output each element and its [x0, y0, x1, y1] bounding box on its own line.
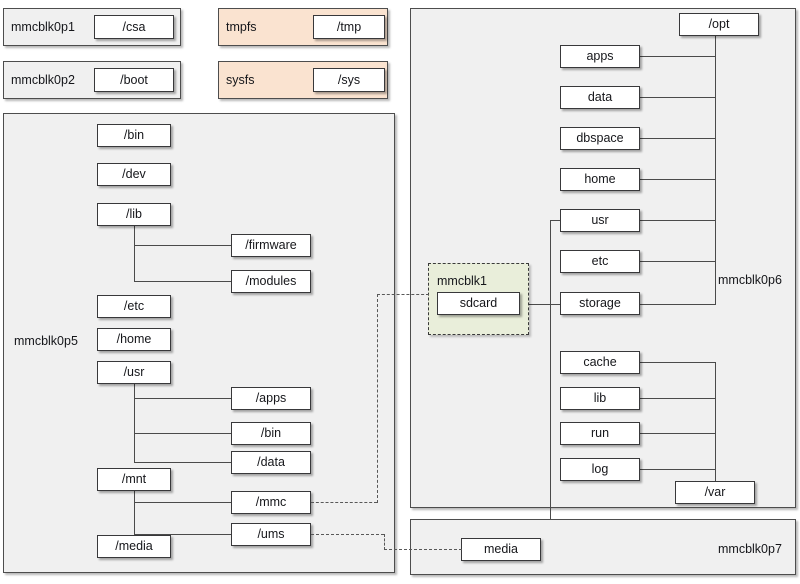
line-usr-apps — [134, 398, 232, 399]
node-p6-opt[interactable]: /opt — [679, 13, 759, 36]
line-lib-firmware — [134, 245, 232, 246]
node-p5-mnt-ums[interactable]: /ums — [231, 523, 311, 546]
node-p5-modules[interactable]: /modules — [231, 270, 311, 293]
node-p6-run[interactable]: run — [560, 422, 640, 445]
node-p5-bin[interactable]: /bin — [97, 124, 171, 147]
node-p5-etc[interactable]: /etc — [97, 295, 171, 318]
partition-label-mmcblk0p7: mmcblk0p7 — [718, 542, 782, 556]
node-p5-media[interactable]: /media — [97, 535, 171, 558]
line-opt-usr — [639, 220, 716, 221]
line-var-run — [639, 433, 716, 434]
node-p5-dev[interactable]: /dev — [97, 163, 171, 186]
line-opt-trunk — [715, 33, 716, 305]
node-p5-mnt[interactable]: /mnt — [97, 468, 171, 491]
line-mnt-ums — [134, 534, 232, 535]
line-usr-bin — [134, 433, 232, 434]
node-p5-lib[interactable]: /lib — [97, 203, 171, 226]
dashed-mmc-to-sdcard — [377, 294, 429, 295]
line-mnt-trunk — [134, 491, 135, 535]
node-p7-media[interactable]: media — [461, 538, 541, 561]
node-p5-usr-data[interactable]: /data — [231, 451, 311, 474]
node-p5-usr-apps[interactable]: /apps — [231, 387, 311, 410]
line-opt-home — [639, 179, 716, 180]
line-var-trunk — [715, 362, 716, 492]
line-opt-apps — [639, 56, 716, 57]
node-p6-data[interactable]: data — [560, 86, 640, 109]
line-opt-dbspace — [639, 138, 716, 139]
node-p6-usr[interactable]: usr — [560, 209, 640, 232]
line-usr-trunk — [134, 384, 135, 463]
partition-label-mmcblk0p5: mmcblk0p5 — [14, 334, 78, 348]
node-p6-var[interactable]: /var — [675, 481, 755, 504]
line-mnt-mmc — [134, 502, 232, 503]
node-sys[interactable]: /sys — [313, 68, 385, 92]
line-var-cache — [639, 362, 716, 363]
node-p6-log[interactable]: log — [560, 458, 640, 481]
node-boot[interactable]: /boot — [94, 68, 174, 92]
line-usr-to-media-trunk — [550, 220, 551, 549]
line-opt-etc — [639, 261, 716, 262]
node-p6-etc[interactable]: etc — [560, 250, 640, 273]
partition-panel-mmcblk0p5 — [3, 113, 395, 573]
line-lib-modules — [134, 281, 232, 282]
line-lib-trunk — [134, 226, 135, 282]
node-p6-apps[interactable]: apps — [560, 45, 640, 68]
line-var-lib — [639, 398, 716, 399]
node-p5-firmware[interactable]: /firmware — [231, 234, 311, 257]
node-p5-usr-bin[interactable]: /bin — [231, 422, 311, 445]
node-csa[interactable]: /csa — [94, 15, 174, 39]
node-sdcard[interactable]: sdcard — [437, 292, 520, 315]
dashed-mmc-vertical — [377, 294, 378, 503]
line-sdcard-to-storage — [525, 304, 560, 305]
line-usr-data — [134, 462, 232, 463]
node-p5-usr[interactable]: /usr — [97, 361, 171, 384]
partition-label-mmcblk0p1: mmcblk0p1 — [11, 20, 75, 34]
node-p5-home[interactable]: /home — [97, 328, 171, 351]
line-var-log — [639, 469, 716, 470]
line-opt-data — [639, 97, 716, 98]
node-p6-storage[interactable]: storage — [560, 292, 640, 315]
partition-label-mmcblk0p2: mmcblk0p2 — [11, 73, 75, 87]
node-p5-mnt-mmc[interactable]: /mmc — [231, 491, 311, 514]
dashed-mmc-to-right — [311, 502, 377, 503]
line-trunk-to-usr — [550, 220, 560, 221]
partition-label-mmcblk0p6: mmcblk0p6 — [718, 273, 782, 287]
node-p6-dbspace[interactable]: dbspace — [560, 127, 640, 150]
node-p6-cache[interactable]: cache — [560, 351, 640, 374]
node-p6-lib[interactable]: lib — [560, 387, 640, 410]
partition-label-tmpfs: tmpfs — [226, 20, 257, 34]
dashed-ums-vertical — [384, 534, 385, 550]
node-tmp[interactable]: /tmp — [313, 15, 385, 39]
device-label-mmcblk1: mmcblk1 — [437, 274, 488, 288]
partition-label-sysfs: sysfs — [226, 73, 255, 87]
dashed-ums-to-right — [311, 534, 384, 535]
dashed-ums-to-p7-media — [384, 549, 462, 550]
line-opt-storage — [639, 304, 716, 305]
node-p6-home[interactable]: home — [560, 168, 640, 191]
